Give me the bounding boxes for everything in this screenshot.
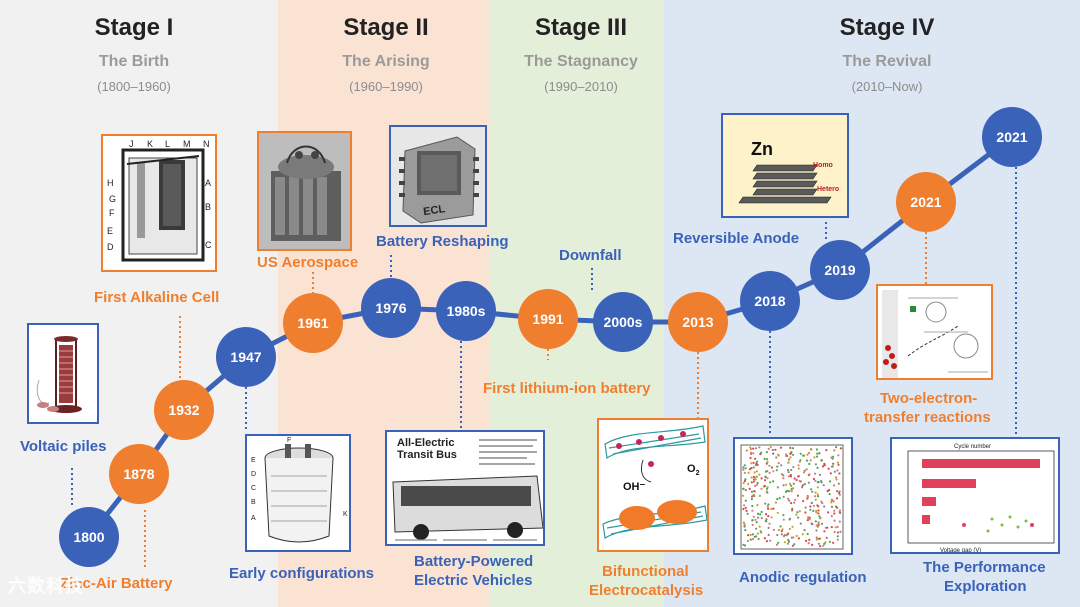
alkaline-letter-k: K bbox=[147, 139, 153, 149]
electrocatalysis-icon: OH⁻ O2 bbox=[602, 425, 707, 539]
us-aerospace-image bbox=[257, 131, 352, 251]
voltaic-piles-image bbox=[27, 323, 99, 424]
cycle-number-label: Cycle number bbox=[954, 444, 991, 450]
svg-text:E: E bbox=[251, 457, 256, 464]
stage-3-title: Stage III bbox=[534, 14, 628, 41]
alkaline-letter-g: G bbox=[109, 194, 116, 204]
alkaline-letter-a: A bbox=[205, 178, 211, 188]
stage-3-subtitle: The Stagnancy bbox=[524, 53, 638, 70]
alkaline-letter-e: E bbox=[107, 226, 113, 236]
hetero-label: Hetero bbox=[817, 186, 839, 193]
stage-1-years: (1800–1960) bbox=[97, 79, 171, 94]
two-electron-image bbox=[876, 284, 993, 380]
stage-3-years: (1990–2010) bbox=[544, 79, 618, 94]
node-2018: 2018 bbox=[740, 271, 800, 331]
alkaline-letter-h: H bbox=[107, 178, 114, 188]
aerospace-battery-icon bbox=[259, 133, 350, 249]
alkaline-cell-image: J K L M N H G F E D A B C bbox=[101, 134, 217, 272]
label-first-alkaline-cell: First Alkaline Cell bbox=[94, 289, 220, 306]
stage-2-years: (1960–1990) bbox=[349, 79, 423, 94]
voltage-gap-label: Voltage gap (V) bbox=[940, 548, 981, 554]
stage-4-years: (2010–Now) bbox=[851, 79, 923, 94]
svg-text:K: K bbox=[343, 511, 348, 518]
alkaline-letter-c: C bbox=[205, 240, 212, 250]
anodic-regulation-image bbox=[733, 437, 853, 555]
watermark: 六数科技 bbox=[8, 576, 84, 596]
label-two-electron-2: transfer reactions bbox=[864, 409, 991, 426]
svg-text:C: C bbox=[251, 485, 256, 492]
stage-2-title: Stage II bbox=[343, 14, 429, 41]
node-1800: 1800 bbox=[59, 507, 119, 567]
svg-text:A: A bbox=[251, 515, 256, 522]
stage-2-subtitle: The Arising bbox=[342, 53, 430, 70]
alkaline-cell-diagram-icon: J K L M N H G F E D A B C bbox=[107, 139, 212, 262]
label-battery-reshaping: Battery Reshaping bbox=[376, 233, 509, 250]
stage-1-title: Stage I bbox=[94, 14, 174, 41]
ecl-battery-icon: ECL bbox=[399, 136, 479, 224]
label-us-aerospace: US Aerospace bbox=[257, 254, 359, 271]
stage-1-subtitle: The Birth bbox=[98, 53, 170, 70]
bus-title-line1: All-Electric bbox=[397, 437, 454, 449]
stage-4-subtitle: The Revival bbox=[842, 53, 932, 70]
label-first-lithium-ion: First lithium-ion battery bbox=[483, 380, 651, 397]
node-2000s: 2000s bbox=[593, 292, 653, 352]
node-2021-orange: 2021 bbox=[896, 172, 956, 232]
node-1976: 1976 bbox=[361, 278, 421, 338]
alkaline-letter-b: B bbox=[205, 202, 211, 212]
alkaline-letter-j: J bbox=[129, 139, 134, 149]
label-reversible-anode: Reversible Anode bbox=[673, 230, 800, 247]
node-2013: 2013 bbox=[668, 292, 728, 352]
label-downfall: Downfall bbox=[559, 247, 622, 264]
alkaline-letter-n: N bbox=[203, 139, 210, 149]
molecular-simulation-icon bbox=[740, 444, 844, 550]
oh-label: OH⁻ bbox=[623, 481, 646, 493]
label-battery-powered-ev-2: Electric Vehicles bbox=[414, 572, 533, 589]
node-1878: 1878 bbox=[109, 444, 169, 504]
alkaline-letter-f: F bbox=[109, 208, 115, 218]
performance-image: Cycle number Voltage gap (V) bbox=[890, 437, 1060, 554]
label-two-electron-1: Two-electron- bbox=[880, 390, 978, 407]
zn-anode-icon: Zn Homo Hetero bbox=[738, 139, 839, 204]
label-performance-1: The Performance bbox=[923, 559, 1046, 576]
alkaline-letter-l: L bbox=[165, 139, 170, 149]
label-early-configurations: Early configurations bbox=[229, 565, 375, 582]
transit-bus-image: All-Electric Transit Bus bbox=[385, 430, 545, 546]
o2-label: O2 bbox=[687, 463, 700, 477]
ecl-text: ECL bbox=[422, 203, 446, 218]
svg-text:B: B bbox=[251, 499, 256, 506]
bifunctional-image: OH⁻ O2 bbox=[597, 418, 709, 552]
node-2021-blue: 2021 bbox=[982, 107, 1042, 167]
battery-reshaping-image: ECL bbox=[389, 125, 487, 227]
stage-band-1 bbox=[0, 0, 278, 607]
transit-bus-icon: All-Electric Transit Bus bbox=[392, 437, 543, 541]
reversible-anode-image: Zn Homo Hetero bbox=[721, 113, 849, 218]
label-zinc-air-battery: Zinc-Air Battery bbox=[60, 575, 173, 592]
stage-4-title: Stage IV bbox=[839, 14, 935, 41]
svg-text:F: F bbox=[287, 437, 291, 444]
alkaline-letter-d: D bbox=[107, 242, 114, 252]
label-bifunctional-1: Bifunctional bbox=[602, 563, 689, 580]
alkaline-letter-m: M bbox=[183, 139, 191, 149]
two-electron-diagram-icon bbox=[882, 290, 988, 378]
label-bifunctional-2: Electrocatalysis bbox=[589, 582, 704, 599]
node-1947: 1947 bbox=[216, 327, 276, 387]
label-performance-2: Exploration bbox=[944, 578, 1027, 595]
homo-label: Homo bbox=[813, 162, 833, 169]
bus-title-line2: Transit Bus bbox=[397, 449, 457, 461]
node-1961: 1961 bbox=[283, 293, 343, 353]
performance-chart-icon: Cycle number Voltage gap (V) bbox=[907, 444, 1055, 554]
zn-label: Zn bbox=[751, 139, 773, 159]
node-2019: 2019 bbox=[810, 240, 870, 300]
node-1991: 1991 bbox=[518, 289, 578, 349]
voltaic-pile-icon bbox=[36, 336, 82, 413]
label-voltaic-piles: Voltaic piles bbox=[20, 438, 107, 455]
label-battery-powered-ev-1: Battery-Powered bbox=[414, 553, 534, 570]
node-1980s: 1980s bbox=[436, 281, 496, 341]
node-1932: 1932 bbox=[154, 380, 214, 440]
svg-text:D: D bbox=[251, 471, 256, 478]
label-anodic-regulation: Anodic regulation bbox=[739, 569, 867, 586]
